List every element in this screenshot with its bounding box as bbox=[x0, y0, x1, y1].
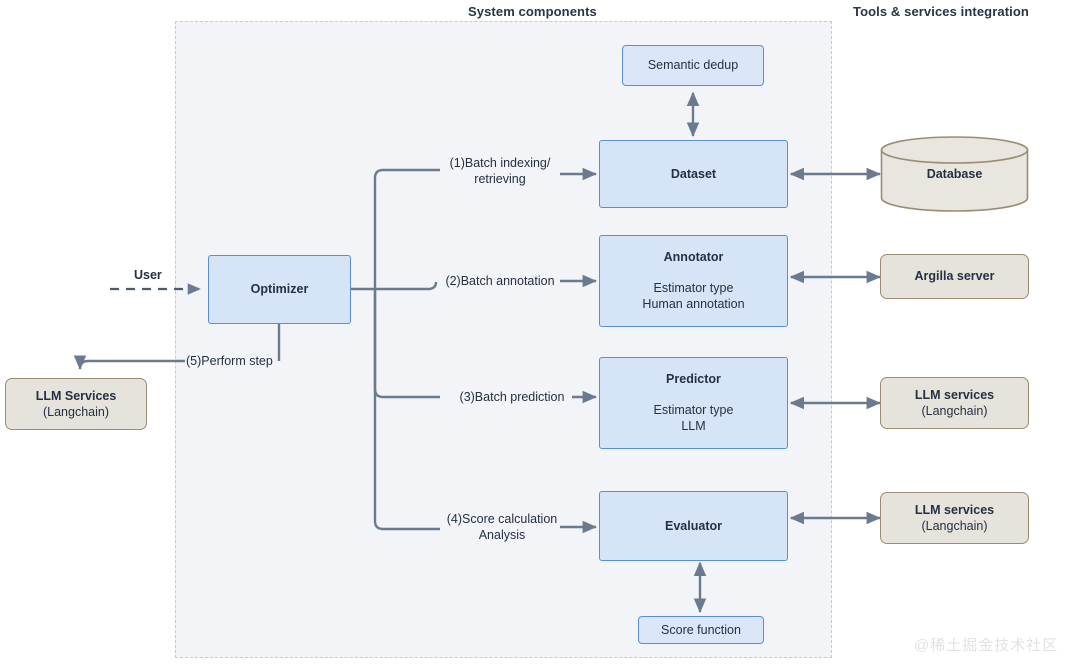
node-database[interactable]: Database bbox=[880, 136, 1029, 212]
node-llm-services-left-sub: (Langchain) bbox=[42, 405, 109, 419]
node-semantic-dedup-title: Semantic dedup bbox=[647, 58, 739, 73]
node-annotator-title: Annotator bbox=[663, 250, 724, 265]
edge-label-batch-annotation: (2)Batch annotation bbox=[445, 274, 555, 288]
edge-5-path bbox=[73, 355, 185, 370]
node-llm-services-predictor[interactable]: LLM services (Langchain) bbox=[880, 377, 1029, 429]
node-llm-services-left[interactable]: LLM Services (Langchain) bbox=[5, 378, 147, 430]
node-llm-services-evaluator-title: LLM services bbox=[914, 502, 995, 517]
node-evaluator[interactable]: Evaluator bbox=[599, 491, 788, 561]
node-llm-services-predictor-sub: (Langchain) bbox=[921, 404, 988, 418]
node-llm-services-evaluator[interactable]: LLM services (Langchain) bbox=[880, 492, 1029, 544]
node-database-title: Database bbox=[926, 167, 983, 181]
watermark: @稀土掘金技术社区 bbox=[914, 637, 1059, 654]
edge-label-perform-step: (5)Perform step bbox=[186, 354, 273, 368]
node-predictor-line1: Estimator type bbox=[653, 402, 734, 417]
node-predictor-line2: LLM bbox=[681, 419, 706, 434]
edge-label-score-calculation: (4)Score calculation Analysis bbox=[446, 512, 558, 543]
system-components-region bbox=[175, 21, 832, 658]
node-annotator-line2: Human annotation bbox=[642, 297, 745, 312]
node-annotator-line1: Estimator type bbox=[653, 280, 734, 295]
node-argilla-server-title: Argilla server bbox=[914, 269, 995, 284]
node-predictor[interactable]: Predictor Estimator type LLM bbox=[599, 357, 788, 449]
node-argilla-server[interactable]: Argilla server bbox=[880, 254, 1029, 299]
node-semantic-dedup[interactable]: Semantic dedup bbox=[622, 45, 764, 86]
node-optimizer-title: Optimizer bbox=[250, 282, 309, 297]
database-cylinder-shape bbox=[880, 136, 1029, 212]
node-llm-services-left-title: LLM Services bbox=[35, 388, 117, 403]
node-optimizer[interactable]: Optimizer bbox=[208, 255, 351, 324]
node-predictor-title: Predictor bbox=[666, 372, 721, 387]
header-tools-services: Tools & services integration bbox=[853, 4, 1029, 19]
node-annotator[interactable]: Annotator Estimator type Human annotatio… bbox=[599, 235, 788, 327]
header-system-components: System components bbox=[468, 4, 597, 19]
node-score-function-title: Score function bbox=[661, 622, 741, 637]
node-llm-services-evaluator-sub: (Langchain) bbox=[921, 519, 988, 533]
node-score-function[interactable]: Score function bbox=[638, 616, 764, 644]
node-dataset[interactable]: Dataset bbox=[599, 140, 788, 208]
user-label: User bbox=[134, 268, 162, 282]
edge-label-batch-indexing: (1)Batch indexing/ retrieving bbox=[449, 156, 551, 187]
node-llm-services-predictor-title: LLM services bbox=[914, 387, 995, 402]
node-dataset-title: Dataset bbox=[670, 166, 717, 181]
node-evaluator-title: Evaluator bbox=[665, 518, 722, 533]
edge-label-batch-prediction: (3)Batch prediction bbox=[459, 390, 565, 404]
